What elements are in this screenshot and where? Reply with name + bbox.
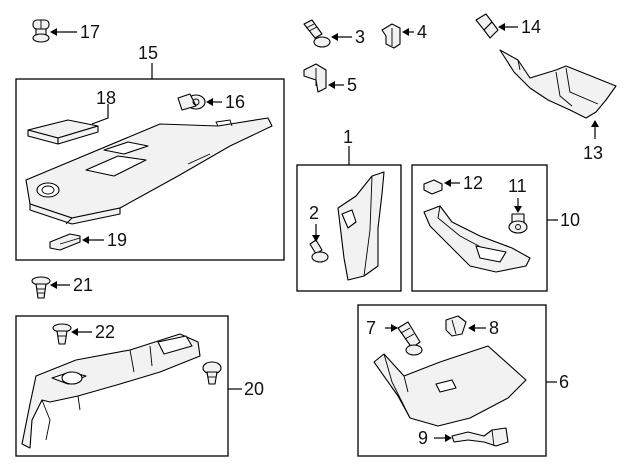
screw-part-22 bbox=[52, 323, 72, 345]
callout-20: 20 bbox=[244, 379, 264, 399]
callout-3: 3 bbox=[355, 27, 365, 47]
clip-part-5 bbox=[303, 63, 327, 93]
callout-2: 2 bbox=[309, 203, 319, 223]
callout-1: 1 bbox=[343, 127, 353, 147]
panel-part-6 bbox=[373, 345, 527, 427]
callout-16: 16 bbox=[225, 92, 245, 112]
group-box-15 bbox=[15, 78, 285, 261]
group-box-10 bbox=[411, 164, 548, 292]
console-trim-part-15 bbox=[25, 117, 273, 225]
nut-part-16 bbox=[177, 93, 206, 111]
pad-part-18 bbox=[27, 119, 99, 145]
callout-11: 11 bbox=[508, 176, 527, 196]
callout-15: 15 bbox=[138, 43, 158, 63]
clip-part-14 bbox=[475, 13, 499, 39]
nut-part-11 bbox=[508, 213, 528, 234]
callout-22: 22 bbox=[95, 322, 115, 342]
callout-21: 21 bbox=[73, 275, 93, 295]
group-box-20 bbox=[15, 315, 229, 457]
screw-near-part-20 bbox=[202, 361, 222, 385]
bracket-part-13 bbox=[499, 49, 617, 119]
screw-part-21 bbox=[31, 276, 51, 299]
group-box-6 bbox=[357, 304, 547, 457]
clip-part-9 bbox=[451, 427, 509, 447]
callout-8: 8 bbox=[489, 318, 499, 338]
callout-6: 6 bbox=[559, 372, 569, 392]
callout-10: 10 bbox=[560, 210, 580, 230]
callout-19: 19 bbox=[107, 230, 127, 250]
callout-13: 13 bbox=[583, 143, 603, 163]
callout-5: 5 bbox=[347, 75, 357, 95]
callout-14: 14 bbox=[521, 17, 541, 37]
callout-9: 9 bbox=[418, 428, 428, 448]
clip-part-12 bbox=[423, 179, 443, 195]
bolt-part-7 bbox=[397, 321, 423, 356]
clip-part-17 bbox=[32, 19, 50, 43]
clip-part-8 bbox=[445, 315, 467, 337]
callout-18: 18 bbox=[96, 88, 116, 108]
callout-4: 4 bbox=[417, 22, 427, 42]
console-bracket-part-20 bbox=[21, 333, 201, 449]
callout-12: 12 bbox=[463, 173, 483, 193]
bolt-part-3 bbox=[303, 19, 331, 48]
lower-trim-part-10 bbox=[423, 205, 531, 273]
side-trim-part-1 bbox=[337, 171, 385, 281]
screw-part-2 bbox=[309, 239, 329, 263]
callout-7: 7 bbox=[366, 318, 376, 338]
clip-part-4 bbox=[381, 23, 401, 49]
clip-part-19 bbox=[49, 233, 81, 251]
callout-17: 17 bbox=[80, 22, 100, 42]
